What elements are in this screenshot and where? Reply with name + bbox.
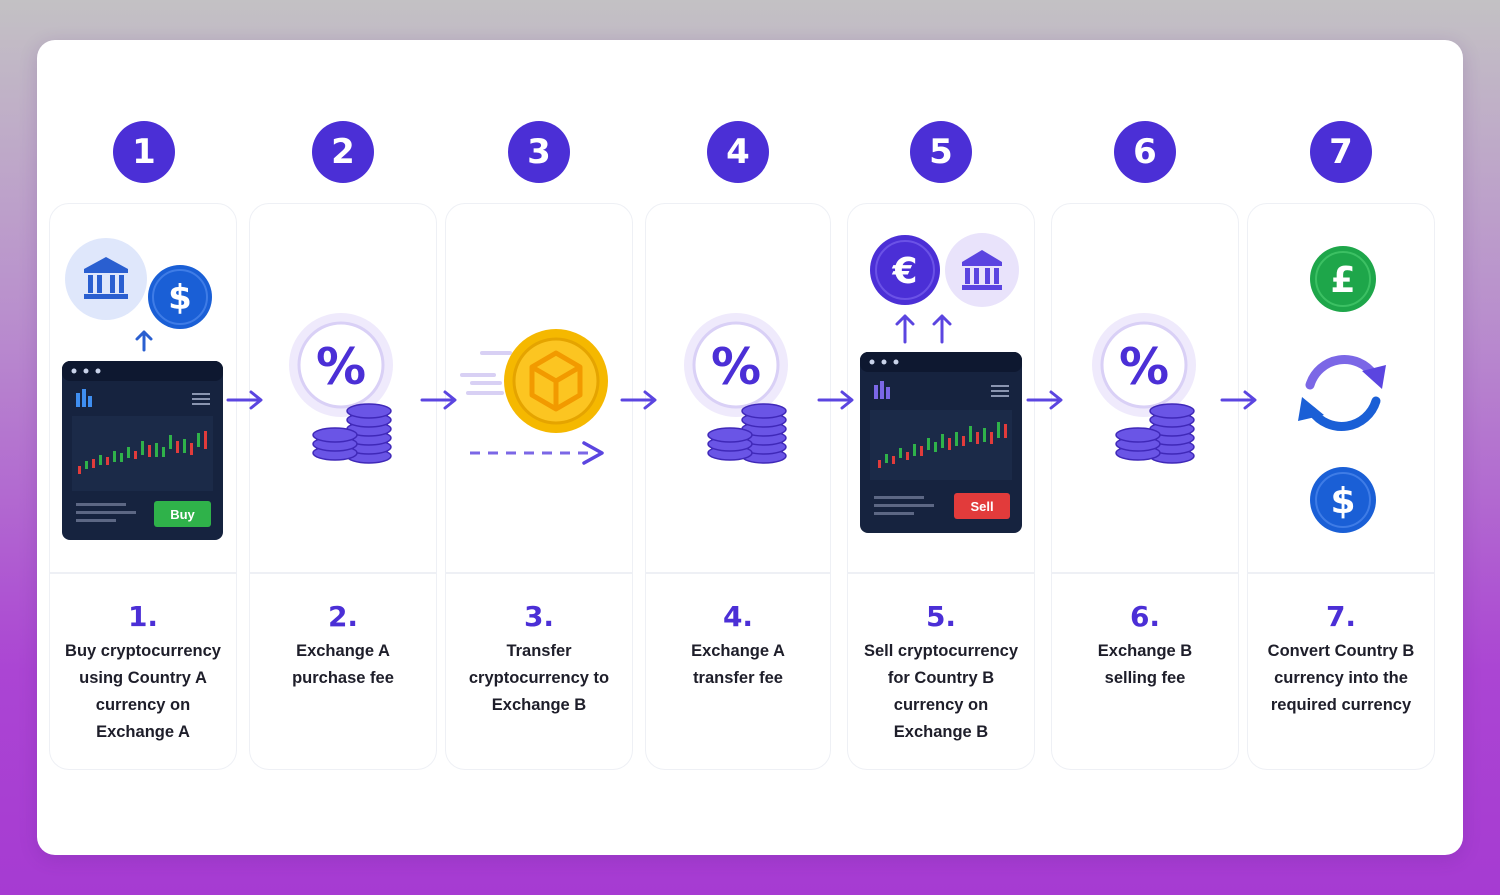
arrow-right-icon (420, 390, 457, 410)
candlestick-chart (62, 361, 223, 522)
candlestick-chart (860, 352, 1022, 515)
svg-text:%: % (1119, 338, 1169, 396)
trading-screen-icon: Sell (860, 352, 1022, 533)
step-description-1: Buy cryptocurrency using Country A curre… (65, 642, 221, 741)
bank-icon (945, 233, 1019, 307)
step-badge-6: 6 (1114, 121, 1176, 183)
divider (250, 572, 436, 574)
arrow-up-icon (932, 314, 952, 344)
divider (1248, 572, 1434, 574)
sell-button: Sell (954, 493, 1010, 519)
divider (50, 572, 236, 574)
svg-text:£: £ (1330, 260, 1355, 301)
step-badge-3: 3 (508, 121, 570, 183)
arrow-right-icon (1026, 390, 1063, 410)
step-panel-2 (249, 203, 437, 770)
trading-screen-icon: Buy (62, 361, 223, 540)
step-number-6: 6. (1129, 600, 1161, 633)
step-badge-7: 7 (1310, 121, 1372, 183)
step-number-5: 5. (925, 600, 957, 633)
step-badge-5: 5 (910, 121, 972, 183)
dollar-coin-icon: $ (148, 265, 212, 329)
crypto-coin-icon (460, 329, 608, 465)
step-badge-2: 2 (312, 121, 374, 183)
step-number-2: 2. (327, 600, 359, 633)
divider (1052, 572, 1238, 574)
divider (848, 572, 1034, 574)
pound-coin-icon: £ (1310, 246, 1376, 312)
step-panel-3 (445, 203, 633, 770)
step-description-3: Transfer cryptocurrency to Exchange B (468, 642, 610, 714)
arrow-right-icon (226, 390, 263, 410)
svg-text:%: % (316, 338, 366, 396)
step-panel-4 (645, 203, 831, 770)
step-number-7: 7. (1325, 600, 1357, 633)
bank-icon (65, 238, 147, 320)
step-number-3: 3. (523, 600, 555, 633)
step-description-7: Convert Country B currency into the requ… (1267, 642, 1415, 714)
divider (646, 572, 830, 574)
svg-text:$: $ (1330, 481, 1355, 522)
arrow-right-icon (817, 390, 854, 410)
step-badge-4: 4 (707, 121, 769, 183)
arrow-right-icon (620, 390, 657, 410)
step-panel-6 (1051, 203, 1239, 770)
percent-coins-icon: % (1092, 313, 1196, 464)
divider (446, 572, 632, 574)
svg-text:%: % (711, 338, 761, 396)
exchange-cycle-icon (1298, 355, 1386, 431)
percent-coins-icon: % (684, 313, 788, 464)
step-description-6: Exchange B selling fee (1097, 642, 1193, 687)
step-description-4: Exchange A transfer fee (691, 642, 785, 687)
dollar-coin-icon: $ (1310, 467, 1376, 533)
percent-coins-icon: % (289, 313, 393, 464)
buy-button: Buy (154, 501, 211, 527)
step-description-5: Sell cryptocurrency for Country B curren… (863, 642, 1019, 741)
svg-text:€: € (891, 251, 917, 292)
arrow-right-icon (1220, 390, 1257, 410)
euro-coin-icon: € (870, 235, 940, 305)
step-description-2: Exchange A purchase fee (292, 642, 394, 687)
step-badge-1: 1 (113, 121, 175, 183)
svg-text:$: $ (168, 278, 192, 318)
arrow-up-icon (135, 330, 153, 352)
step-number-1: 1. (127, 600, 159, 633)
step-number-4: 4. (722, 600, 754, 633)
arrow-up-icon (895, 314, 915, 344)
